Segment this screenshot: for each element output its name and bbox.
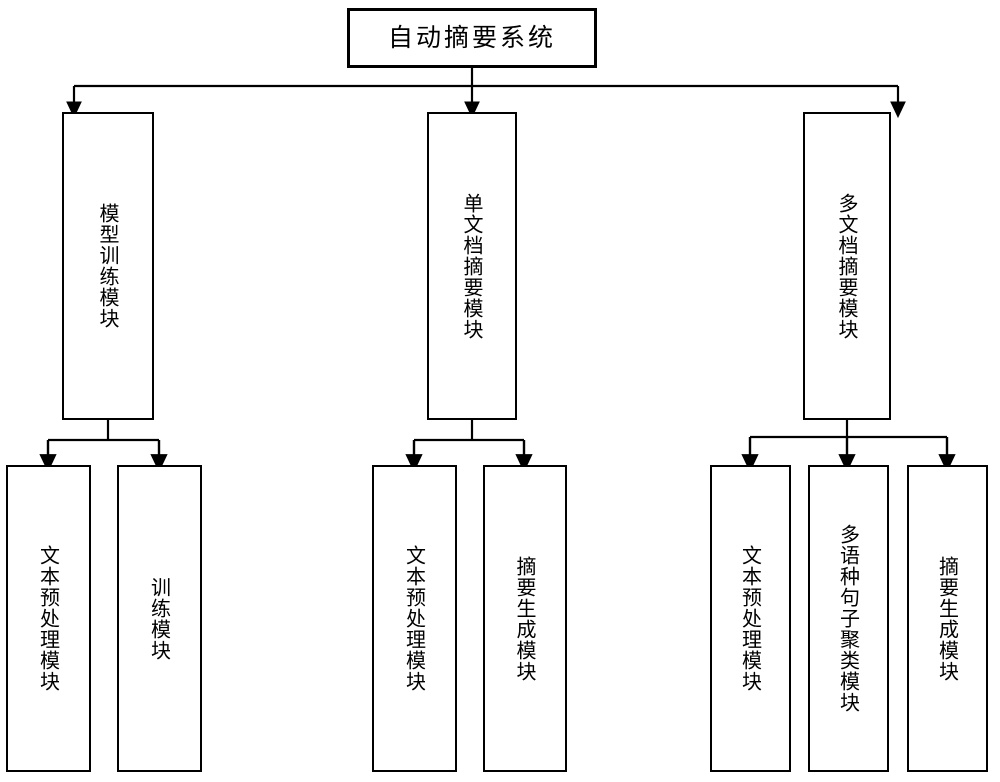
node-label-text-preprocess-module-1: 文本预处理模块	[36, 545, 61, 692]
edge-root-to-level2-bus	[66, 68, 906, 119]
node-label-model-training-module: 模型训练模块	[96, 203, 120, 329]
edge-single-doc-to-children	[405, 420, 533, 473]
node-summary-generation-module-1[interactable]: 摘要生成模块	[483, 465, 567, 772]
node-label-root: 自动摘要系统	[387, 22, 556, 52]
node-label-text-preprocess-module-3: 文本预处理模块	[738, 545, 763, 692]
node-training-module[interactable]: 训练模块	[117, 465, 202, 772]
edge-model-training-to-children	[39, 420, 168, 473]
node-label-text-preprocess-module-2: 文本预处理模块	[402, 545, 427, 692]
node-single-doc-summary-module[interactable]: 单文档摘要模块	[427, 112, 517, 420]
node-label-summary-generation-module-2: 摘要生成模块	[935, 555, 960, 682]
node-text-preprocess-module-3[interactable]: 文本预处理模块	[710, 465, 791, 772]
node-summary-generation-module-2[interactable]: 摘要生成模块	[907, 465, 988, 772]
node-multi-doc-summary-module[interactable]: 多文档摘要模块	[803, 112, 891, 420]
edge-multi-doc-to-children	[741, 420, 956, 473]
node-label-training-module: 训练模块	[147, 576, 172, 661]
node-root-automatic-summarization-system[interactable]: 自动摘要系统	[347, 8, 597, 68]
node-label-single-doc-summary-module: 单文档摘要模块	[460, 192, 484, 340]
node-text-preprocess-module-2[interactable]: 文本预处理模块	[372, 465, 457, 772]
node-multilingual-sentence-clustering-module[interactable]: 多语种句子聚类模块	[808, 465, 889, 772]
node-model-training-module[interactable]: 模型训练模块	[62, 112, 154, 420]
node-label-summary-generation-module-1: 摘要生成模块	[513, 555, 537, 682]
node-label-multilingual-sentence-clustering-module: 多语种句子聚类模块	[836, 524, 861, 713]
node-label-multi-doc-summary-module: 多文档摘要模块	[835, 192, 859, 340]
node-text-preprocess-module-1[interactable]: 文本预处理模块	[6, 465, 91, 772]
